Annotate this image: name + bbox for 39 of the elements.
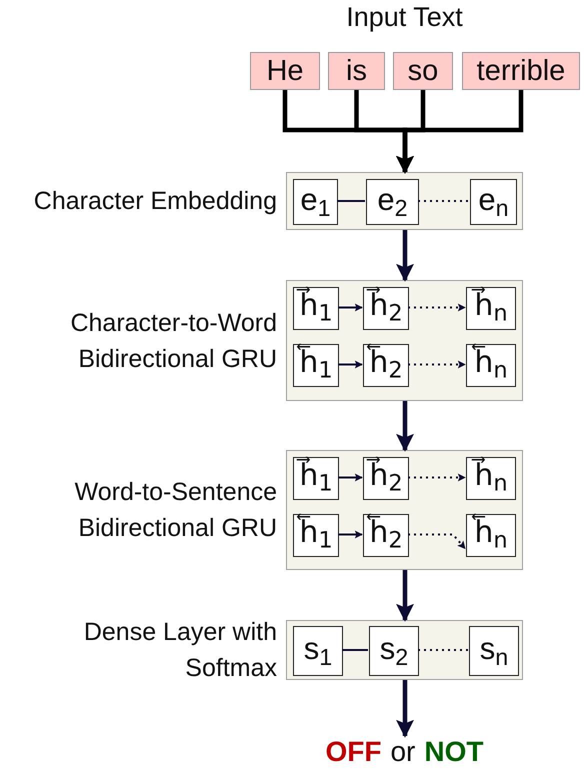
state-box: s$_{n}$ xyxy=(469,626,519,676)
state-box: h⃗$_{2}$ xyxy=(363,287,409,330)
layer-label: Character Embedding xyxy=(32,186,277,217)
state-box: h⃖$_{n}$ xyxy=(466,514,516,557)
state-box: h⃖$_{1}$ xyxy=(293,514,339,557)
arrow xyxy=(338,474,363,482)
state-box: h⃗$_{n}$ xyxy=(466,287,516,330)
word-box: He xyxy=(250,52,320,90)
state-box: h⃗$_{2}$ xyxy=(363,457,409,500)
layer-label: Character-to-Word Bidirectional GRU xyxy=(69,308,277,374)
arrow xyxy=(338,304,363,312)
arrow xyxy=(338,360,363,368)
layer-label: Dense Layer with Softmax xyxy=(82,617,277,684)
state-box: s$_{2}$ xyxy=(369,626,419,676)
state-box: e$_{1}$ xyxy=(293,179,338,225)
heading: Input Text xyxy=(345,2,464,33)
arrow xyxy=(396,90,524,174)
word-box: is xyxy=(328,52,385,90)
state-box: h⃖$_{n}$ xyxy=(466,344,516,387)
state-box: h⃗$_{1}$ xyxy=(293,457,339,500)
arrow xyxy=(396,401,414,452)
state-box: h⃗$_{n}$ xyxy=(466,457,516,500)
state-box: h⃖$_{2}$ xyxy=(363,344,409,387)
state-box: h⃗$_{1}$ xyxy=(293,287,339,330)
state-box: s$_{1}$ xyxy=(293,626,343,676)
output-label: or xyxy=(390,736,416,768)
state-box: h⃖$_{1}$ xyxy=(293,344,339,387)
state-box: h⃖$_{2}$ xyxy=(363,514,409,557)
word-box: terrible xyxy=(462,52,580,90)
layer-label: Word-to-Sentence Bidirectional GRU xyxy=(74,477,277,544)
arrow xyxy=(396,570,414,622)
arrow xyxy=(396,680,414,738)
arrow xyxy=(338,530,363,538)
word-box: so xyxy=(393,52,453,90)
state-box: e$_{n}$ xyxy=(470,179,517,225)
output-label: OFF xyxy=(325,736,382,768)
output-label: NOT xyxy=(424,736,484,768)
state-box: e$_{2}$ xyxy=(366,179,419,225)
arrow xyxy=(396,230,414,282)
